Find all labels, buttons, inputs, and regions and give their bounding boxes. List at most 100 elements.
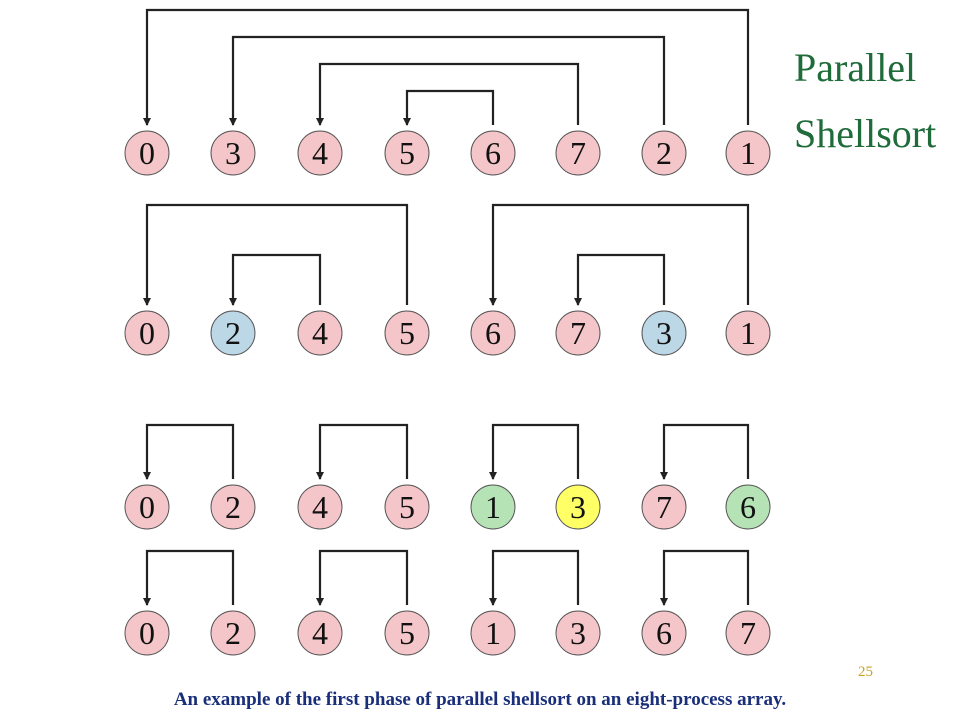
link-row1-0-7	[143, 8, 750, 126]
title-line-2: Shellsort	[794, 111, 937, 156]
node-label: 2	[225, 315, 241, 351]
link-row4-6-7	[660, 549, 750, 606]
node-label: 5	[399, 315, 415, 351]
node-circle	[641, 484, 687, 530]
link-row4-0-1	[143, 549, 235, 606]
node-circle	[124, 610, 170, 656]
node-row2-col7: 3	[641, 310, 687, 356]
node-circle	[725, 310, 771, 356]
node-row3-col7: 7	[641, 484, 687, 530]
node-label: 3	[570, 489, 586, 525]
node-label: 4	[312, 489, 328, 525]
node-label: 1	[485, 489, 501, 525]
node-circle	[555, 610, 601, 656]
node-row1-col2: 3	[210, 130, 256, 176]
link-row3-4-5	[489, 423, 580, 480]
node-label: 1	[485, 615, 501, 651]
node-label: 2	[656, 135, 672, 171]
link-row4-4-5	[489, 549, 580, 606]
node-row3-col2: 2	[210, 484, 256, 530]
node-label: 7	[570, 135, 586, 171]
link-row2-4-7	[489, 203, 750, 306]
node-row2-col5: 6	[470, 310, 516, 356]
link-row1-2-5	[316, 62, 580, 126]
node-circle	[297, 130, 343, 176]
node-row3-col1: 0	[124, 484, 170, 530]
node-circle	[210, 484, 256, 530]
node-label: 6	[485, 315, 501, 351]
node-row4-col5: 1	[470, 610, 516, 656]
node-label: 1	[740, 315, 756, 351]
node-circle	[725, 610, 771, 656]
caption: An example of the first phase of paralle…	[173, 689, 787, 710]
node-row1-col4: 5	[384, 130, 430, 176]
node-circle	[470, 130, 516, 176]
link-row3-2-3	[316, 423, 409, 480]
node-label: 7	[570, 315, 586, 351]
node-circle	[555, 310, 601, 356]
node-circle	[210, 130, 256, 176]
node-label: 4	[312, 315, 328, 351]
node-label: 6	[656, 615, 672, 651]
node-circle	[470, 610, 516, 656]
link-row2-5-6	[574, 253, 666, 306]
node-row2-col6: 7	[555, 310, 601, 356]
node-label: 5	[399, 135, 415, 171]
node-row1-col8: 1	[725, 130, 771, 176]
node-label: 4	[312, 615, 328, 651]
node-row3-col5: 1	[470, 484, 516, 530]
node-label: 0	[139, 315, 155, 351]
node-label: 2	[225, 489, 241, 525]
node-label: 0	[139, 489, 155, 525]
link-row2-1-2	[229, 253, 322, 306]
node-circle	[384, 484, 430, 530]
node-circle	[725, 130, 771, 176]
node-label: 3	[570, 615, 586, 651]
node-row1-col5: 6	[470, 130, 516, 176]
node-circle	[641, 310, 687, 356]
page-number: 25	[858, 664, 873, 680]
node-row2-col3: 4	[297, 310, 343, 356]
node-label: 6	[485, 135, 501, 171]
node-row1-col7: 2	[641, 130, 687, 176]
node-label: 1	[740, 135, 756, 171]
link-row1-1-6	[229, 35, 666, 126]
link-row3-0-1	[143, 423, 235, 480]
node-circle	[555, 484, 601, 530]
node-label: 5	[399, 489, 415, 525]
node-circle	[641, 610, 687, 656]
node-label: 0	[139, 135, 155, 171]
node-label: 4	[312, 135, 328, 171]
node-row4-col3: 4	[297, 610, 343, 656]
node-circle	[384, 610, 430, 656]
node-row1-col6: 7	[555, 130, 601, 176]
node-row4-col4: 5	[384, 610, 430, 656]
node-row4-col6: 3	[555, 610, 601, 656]
node-circle	[384, 310, 430, 356]
node-row2-col1: 0	[124, 310, 170, 356]
node-circle	[641, 130, 687, 176]
node-circle	[725, 484, 771, 530]
node-label: 5	[399, 615, 415, 651]
node-circle	[470, 310, 516, 356]
node-row1-col3: 4	[297, 130, 343, 176]
node-label: 3	[225, 135, 241, 171]
node-row3-col3: 4	[297, 484, 343, 530]
node-row3-col6: 3	[555, 484, 601, 530]
node-circle	[297, 610, 343, 656]
node-label: 6	[740, 489, 756, 525]
node-circle	[470, 484, 516, 530]
node-row2-col2: 2	[210, 310, 256, 356]
node-row4-col8: 7	[725, 610, 771, 656]
node-row1-col1: 0	[124, 130, 170, 176]
link-row3-6-7	[660, 423, 750, 480]
node-circle	[384, 130, 430, 176]
node-circle	[297, 484, 343, 530]
node-label: 3	[656, 315, 672, 351]
node-row4-col1: 0	[124, 610, 170, 656]
node-circle	[124, 130, 170, 176]
node-row2-col8: 1	[725, 310, 771, 356]
link-row4-2-3	[316, 549, 409, 606]
